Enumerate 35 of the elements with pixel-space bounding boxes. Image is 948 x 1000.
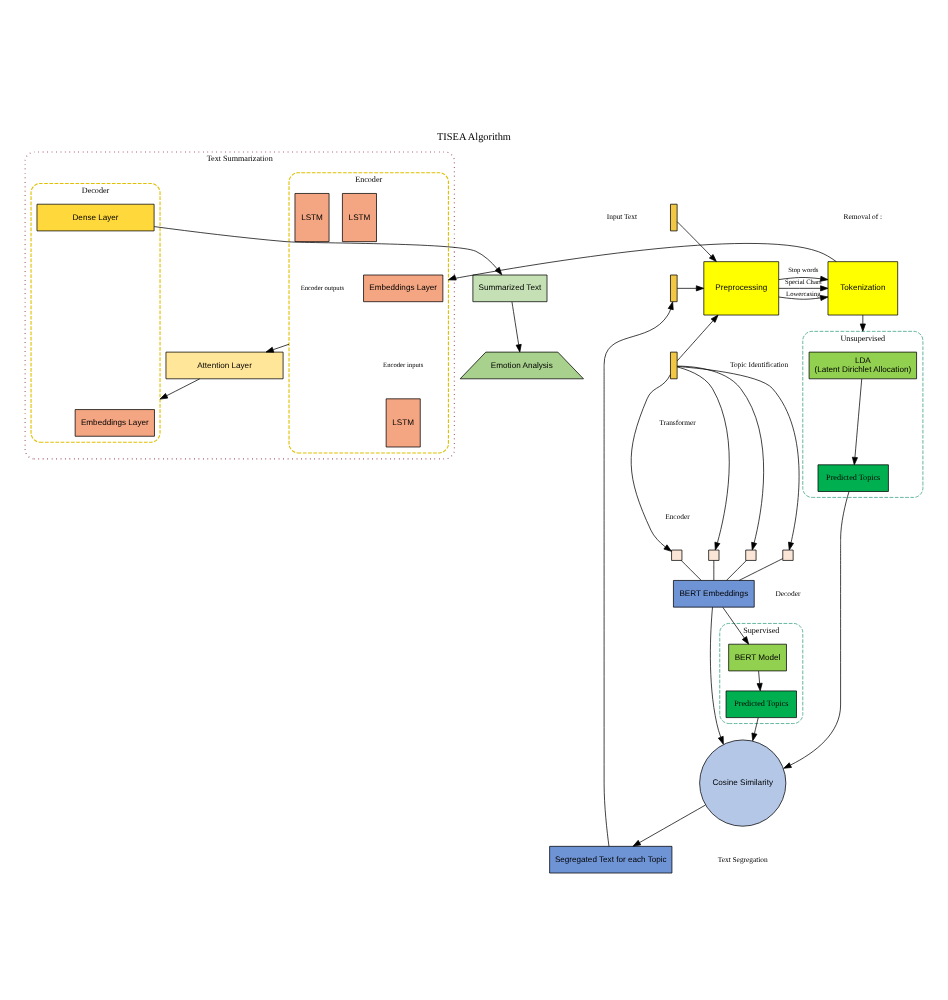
connector (726, 559, 747, 580)
node-box (782, 548, 794, 560)
arrow (676, 313, 719, 361)
arrow (676, 220, 717, 261)
arrow (722, 606, 750, 644)
node-bar (670, 350, 678, 379)
arrow (778, 294, 829, 300)
arrow (265, 342, 290, 352)
arrow (676, 365, 730, 550)
arrow (676, 365, 800, 550)
node-bar (670, 273, 678, 302)
arrow (153, 225, 503, 275)
arrow (630, 373, 672, 551)
arrow (632, 803, 706, 846)
node-box (745, 548, 757, 560)
arrow (859, 313, 866, 331)
arrow (778, 284, 829, 291)
arrow (778, 274, 829, 281)
connector (713, 559, 715, 580)
node-bar (670, 202, 678, 231)
arrow (751, 716, 759, 741)
arrow (710, 605, 724, 744)
arrow (783, 490, 850, 768)
arrow (603, 300, 674, 846)
connector (738, 557, 783, 580)
arrow (448, 242, 837, 280)
node-box (671, 548, 683, 560)
arrow (756, 669, 763, 691)
node-box (708, 548, 720, 560)
arrow (159, 377, 200, 399)
arrow (676, 364, 764, 550)
arrow (676, 284, 705, 291)
arrow (852, 377, 863, 465)
arrow (511, 300, 522, 352)
connector (680, 559, 702, 580)
